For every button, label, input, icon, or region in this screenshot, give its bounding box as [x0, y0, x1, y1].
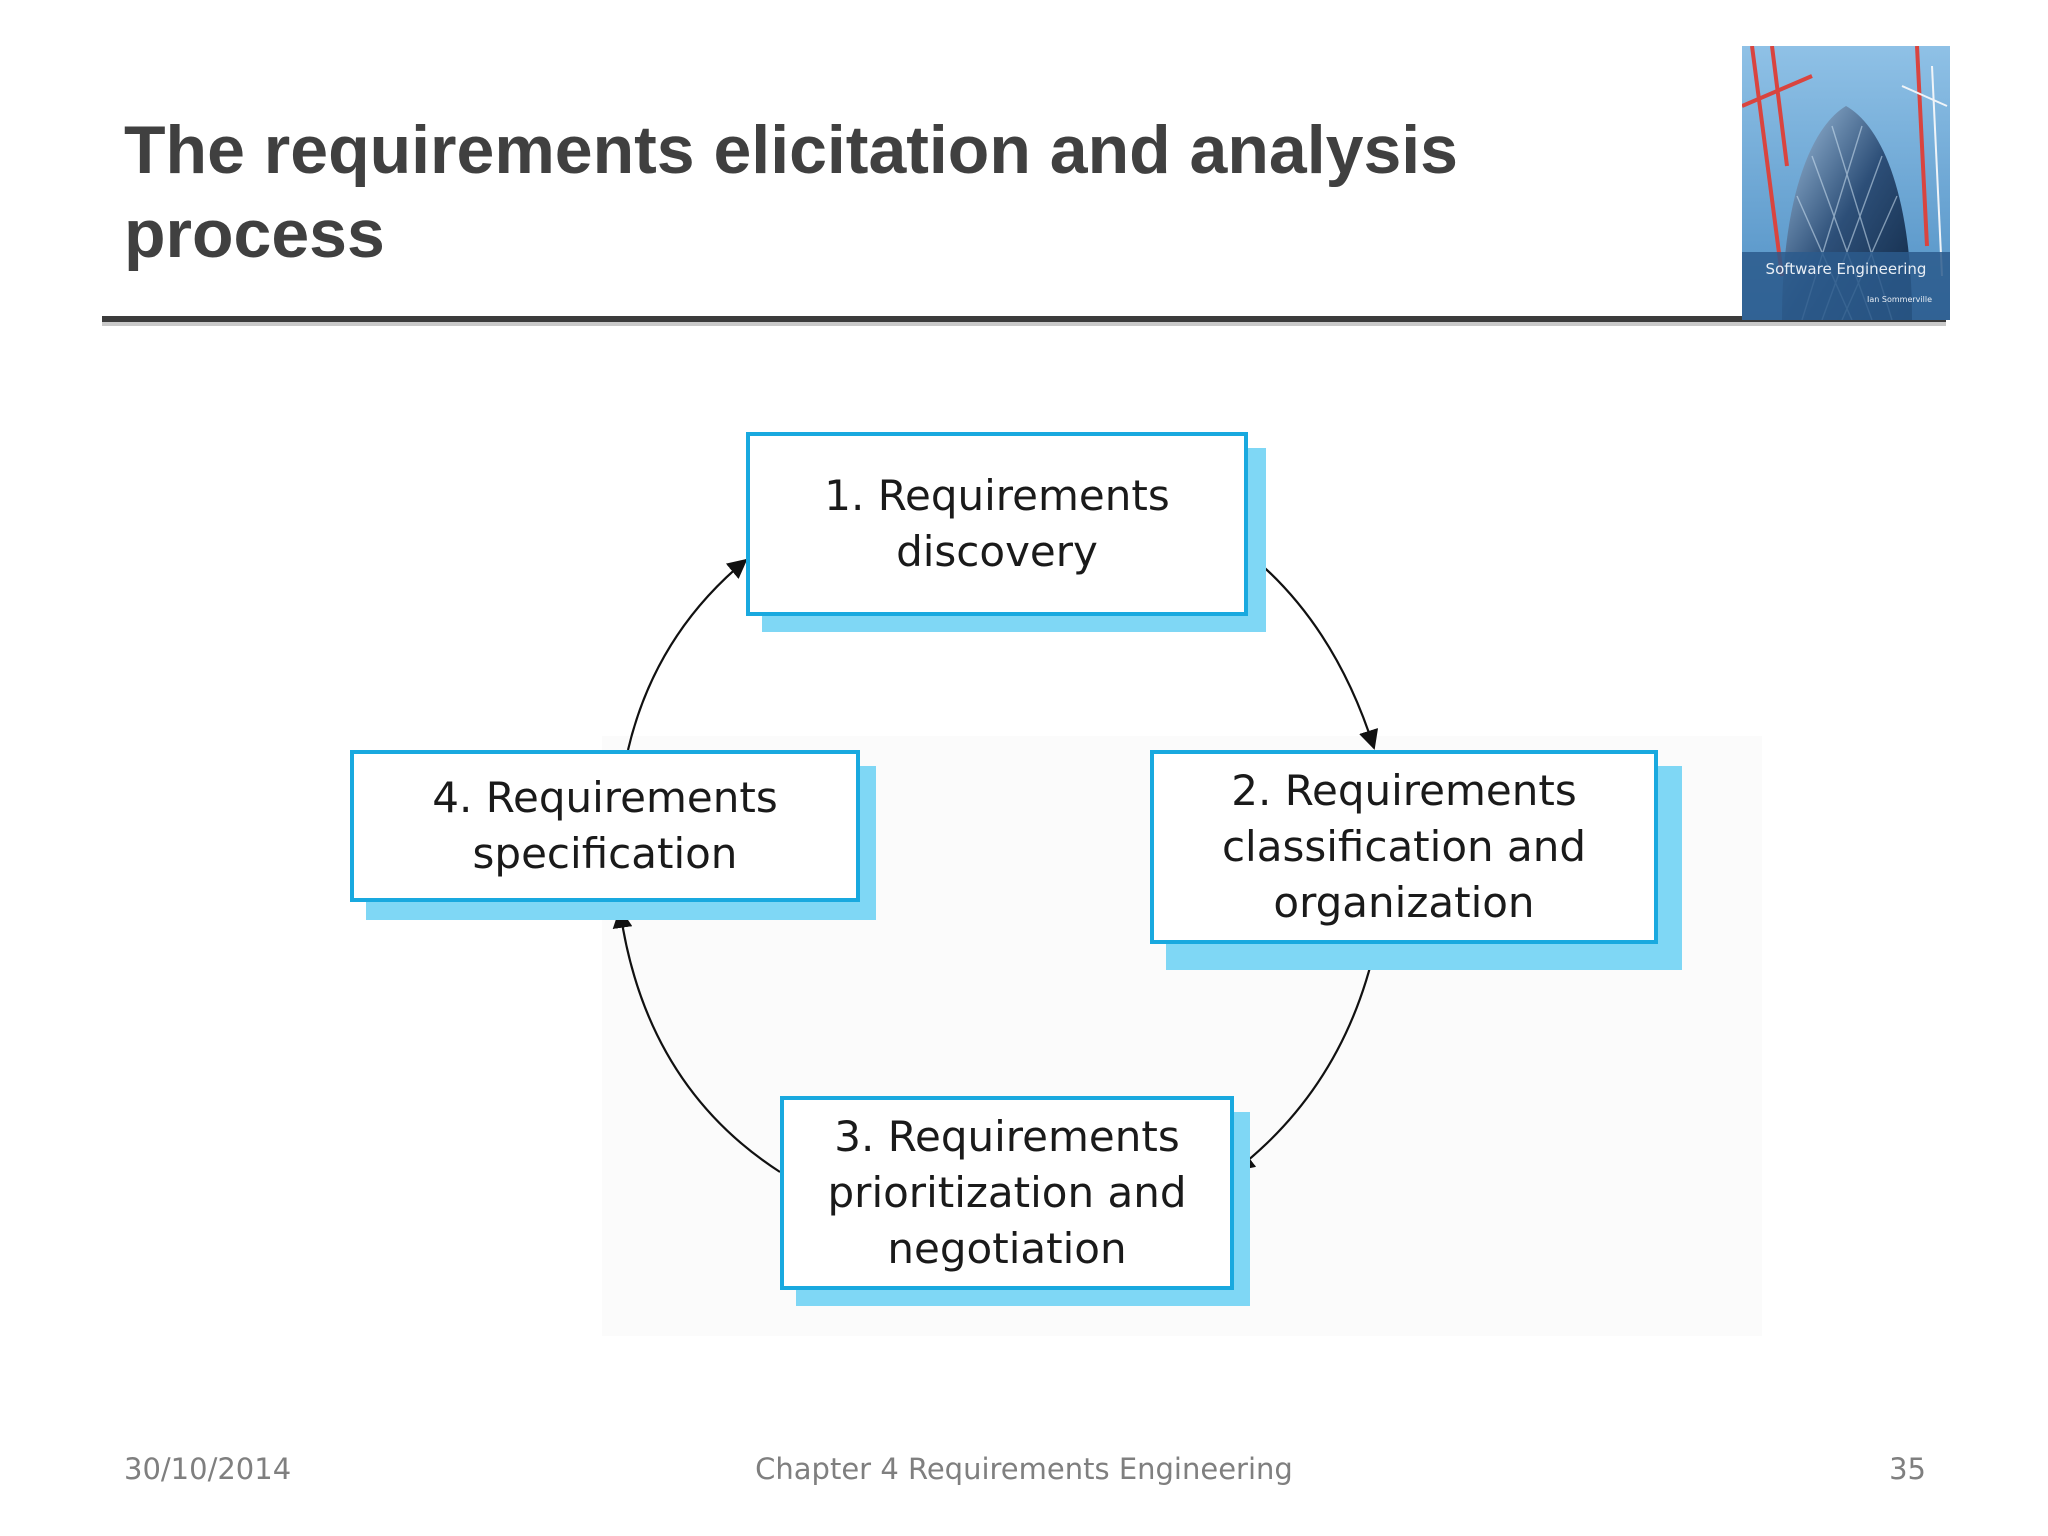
title-rule-shadow — [102, 322, 1946, 326]
book-cover-image: Software Engineering Ian Sommerville — [1742, 46, 1950, 320]
title-rule — [102, 316, 1946, 322]
step-specification-label: 4. Requirements specification — [432, 773, 778, 878]
step-prioritization-box: 3. Requirements prioritization and negot… — [780, 1096, 1234, 1290]
footer-date: 30/10/2014 — [124, 1452, 292, 1486]
arrow-specification-to-discovery — [626, 558, 748, 751]
svg-text:Software Engineering: Software Engineering — [1766, 260, 1927, 278]
footer-page-number: 35 — [1889, 1452, 1926, 1486]
footer-chapter: Chapter 4 Requirements Engineering — [755, 1452, 1293, 1486]
step-discovery-label: 1. Requirements discovery — [824, 471, 1170, 576]
step-prioritization-label: 3. Requirements prioritization and negot… — [827, 1112, 1187, 1273]
step-discovery-box: 1. Requirements discovery — [746, 432, 1248, 616]
step-classification-label: 2. Requirements classification and organ… — [1221, 766, 1587, 927]
svg-text:Ian Sommerville: Ian Sommerville — [1867, 295, 1932, 304]
step-specification-box: 4. Requirements specification — [350, 750, 860, 902]
step-classification-box: 2. Requirements classification and organ… — [1150, 750, 1658, 944]
slide-title: The requirements elicitation and analysi… — [124, 112, 1458, 272]
arrow-prioritization-to-specification — [612, 908, 781, 1173]
arrow-discovery-to-classification — [1249, 554, 1379, 750]
arrow-classification-to-prioritization — [1234, 942, 1378, 1172]
